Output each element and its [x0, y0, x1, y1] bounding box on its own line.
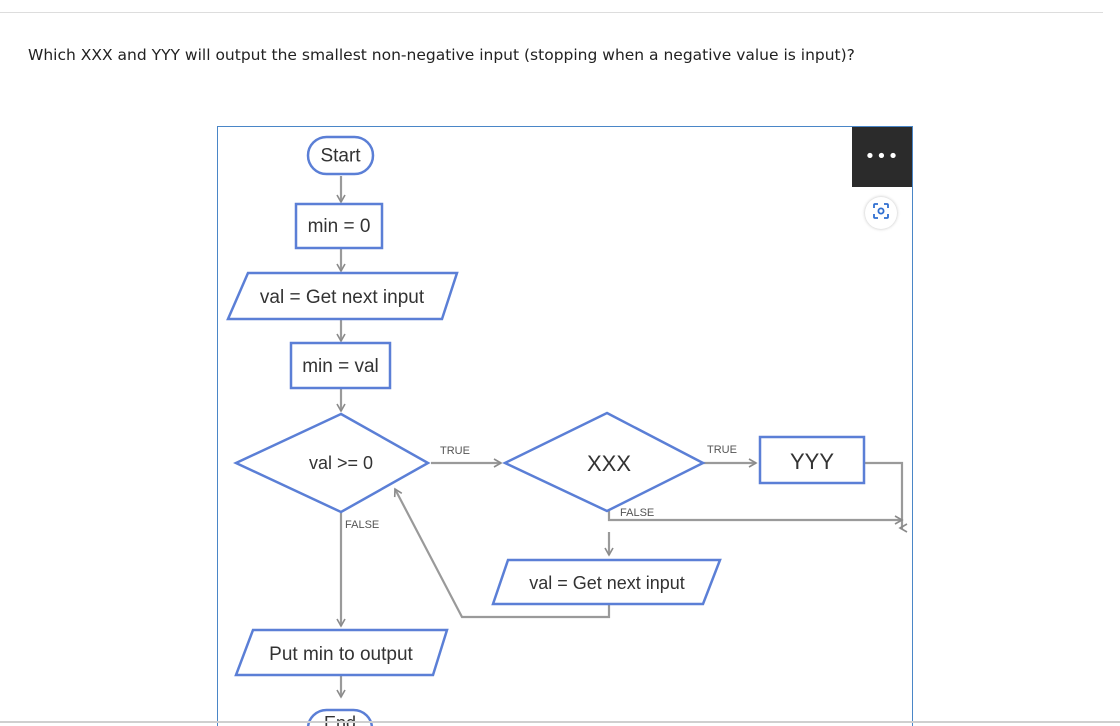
get-input-1-label: val = Get next input — [260, 287, 425, 308]
bottom-divider — [0, 721, 1120, 723]
min-init-label: min = 0 — [308, 216, 371, 237]
false-label-2: FALSE — [620, 507, 654, 519]
get-input-parallelogram-1: val = Get next input — [226, 271, 459, 321]
decision-val-nonnegative: val >= 0 — [233, 412, 431, 514]
arrow-yyy-loop-back — [865, 461, 908, 533]
question-text: Which XXX and YYY will output the smalle… — [28, 46, 855, 64]
scan-text-button[interactable] — [865, 197, 897, 229]
decision-1-label: val >= 0 — [309, 453, 373, 473]
true-label-1: TRUE — [440, 445, 470, 457]
decision-2-label: XXX — [587, 451, 631, 476]
output-label: Put min to output — [269, 644, 413, 665]
yyy-process: YYY — [758, 435, 866, 485]
min-assign-process: min = val — [289, 341, 392, 390]
output-parallelogram: Put min to output — [234, 628, 449, 677]
get-input-2-label: val = Get next input — [529, 573, 685, 593]
false-label-1: FALSE — [345, 519, 379, 531]
end-label: End — [324, 713, 356, 726]
start-terminator: Start — [306, 135, 375, 176]
true-label-2: TRUE — [707, 444, 737, 456]
get-input-parallelogram-2: val = Get next input — [491, 558, 722, 606]
min-init-process: min = 0 — [294, 202, 384, 250]
arrow-input2-back-to-decision1 — [393, 487, 611, 619]
start-label: Start — [320, 146, 361, 167]
flow-connectors — [336, 176, 908, 699]
more-options-button[interactable]: ••• — [852, 127, 912, 187]
flowchart-diagram: Start min = 0 val = Get next input min =… — [217, 126, 913, 726]
decision-xxx: XXX — [502, 411, 706, 513]
scan-text-icon — [871, 201, 891, 225]
flowchart-svg: Start min = 0 val = Get next input min =… — [226, 135, 908, 726]
yyy-label: YYY — [790, 449, 834, 474]
top-divider — [0, 0, 1103, 13]
min-assign-label: min = val — [302, 356, 379, 377]
arrow-decision2-false — [607, 510, 904, 525]
end-terminator: End — [306, 708, 374, 726]
more-horizontal-icon: ••• — [864, 146, 900, 167]
